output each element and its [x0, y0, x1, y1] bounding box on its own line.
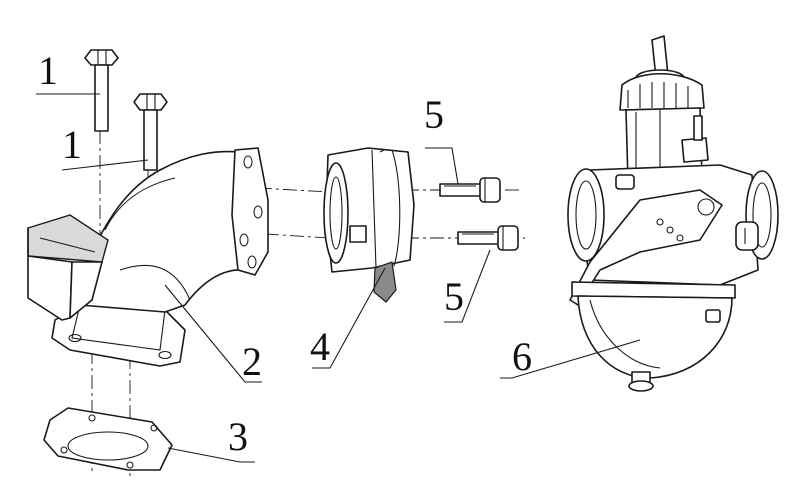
screw-part-5-lower — [457, 225, 519, 251]
callout-labels: 1 1 2 3 4 5 5 6 — [38, 48, 532, 459]
intake-manifold-part-2 — [27, 147, 269, 367]
screw-part-5-upper — [439, 177, 501, 203]
adapter-sleeve-part-4 — [323, 147, 415, 303]
callout-1-upper: 1 — [38, 48, 58, 93]
callout-6: 6 — [512, 334, 532, 379]
leader-lines — [36, 93, 641, 463]
callout-4: 4 — [310, 324, 330, 369]
callout-1-lower: 1 — [62, 122, 82, 167]
callout-5-upper: 5 — [424, 92, 444, 137]
gasket-part-3 — [43, 407, 173, 471]
callout-3: 3 — [228, 414, 248, 459]
bolt-part-1-upper — [84, 49, 119, 132]
bolt-part-1-lower — [133, 93, 168, 171]
carburetor-part-6 — [567, 35, 779, 392]
callout-5-lower: 5 — [444, 274, 464, 319]
callout-2: 2 — [242, 339, 262, 384]
